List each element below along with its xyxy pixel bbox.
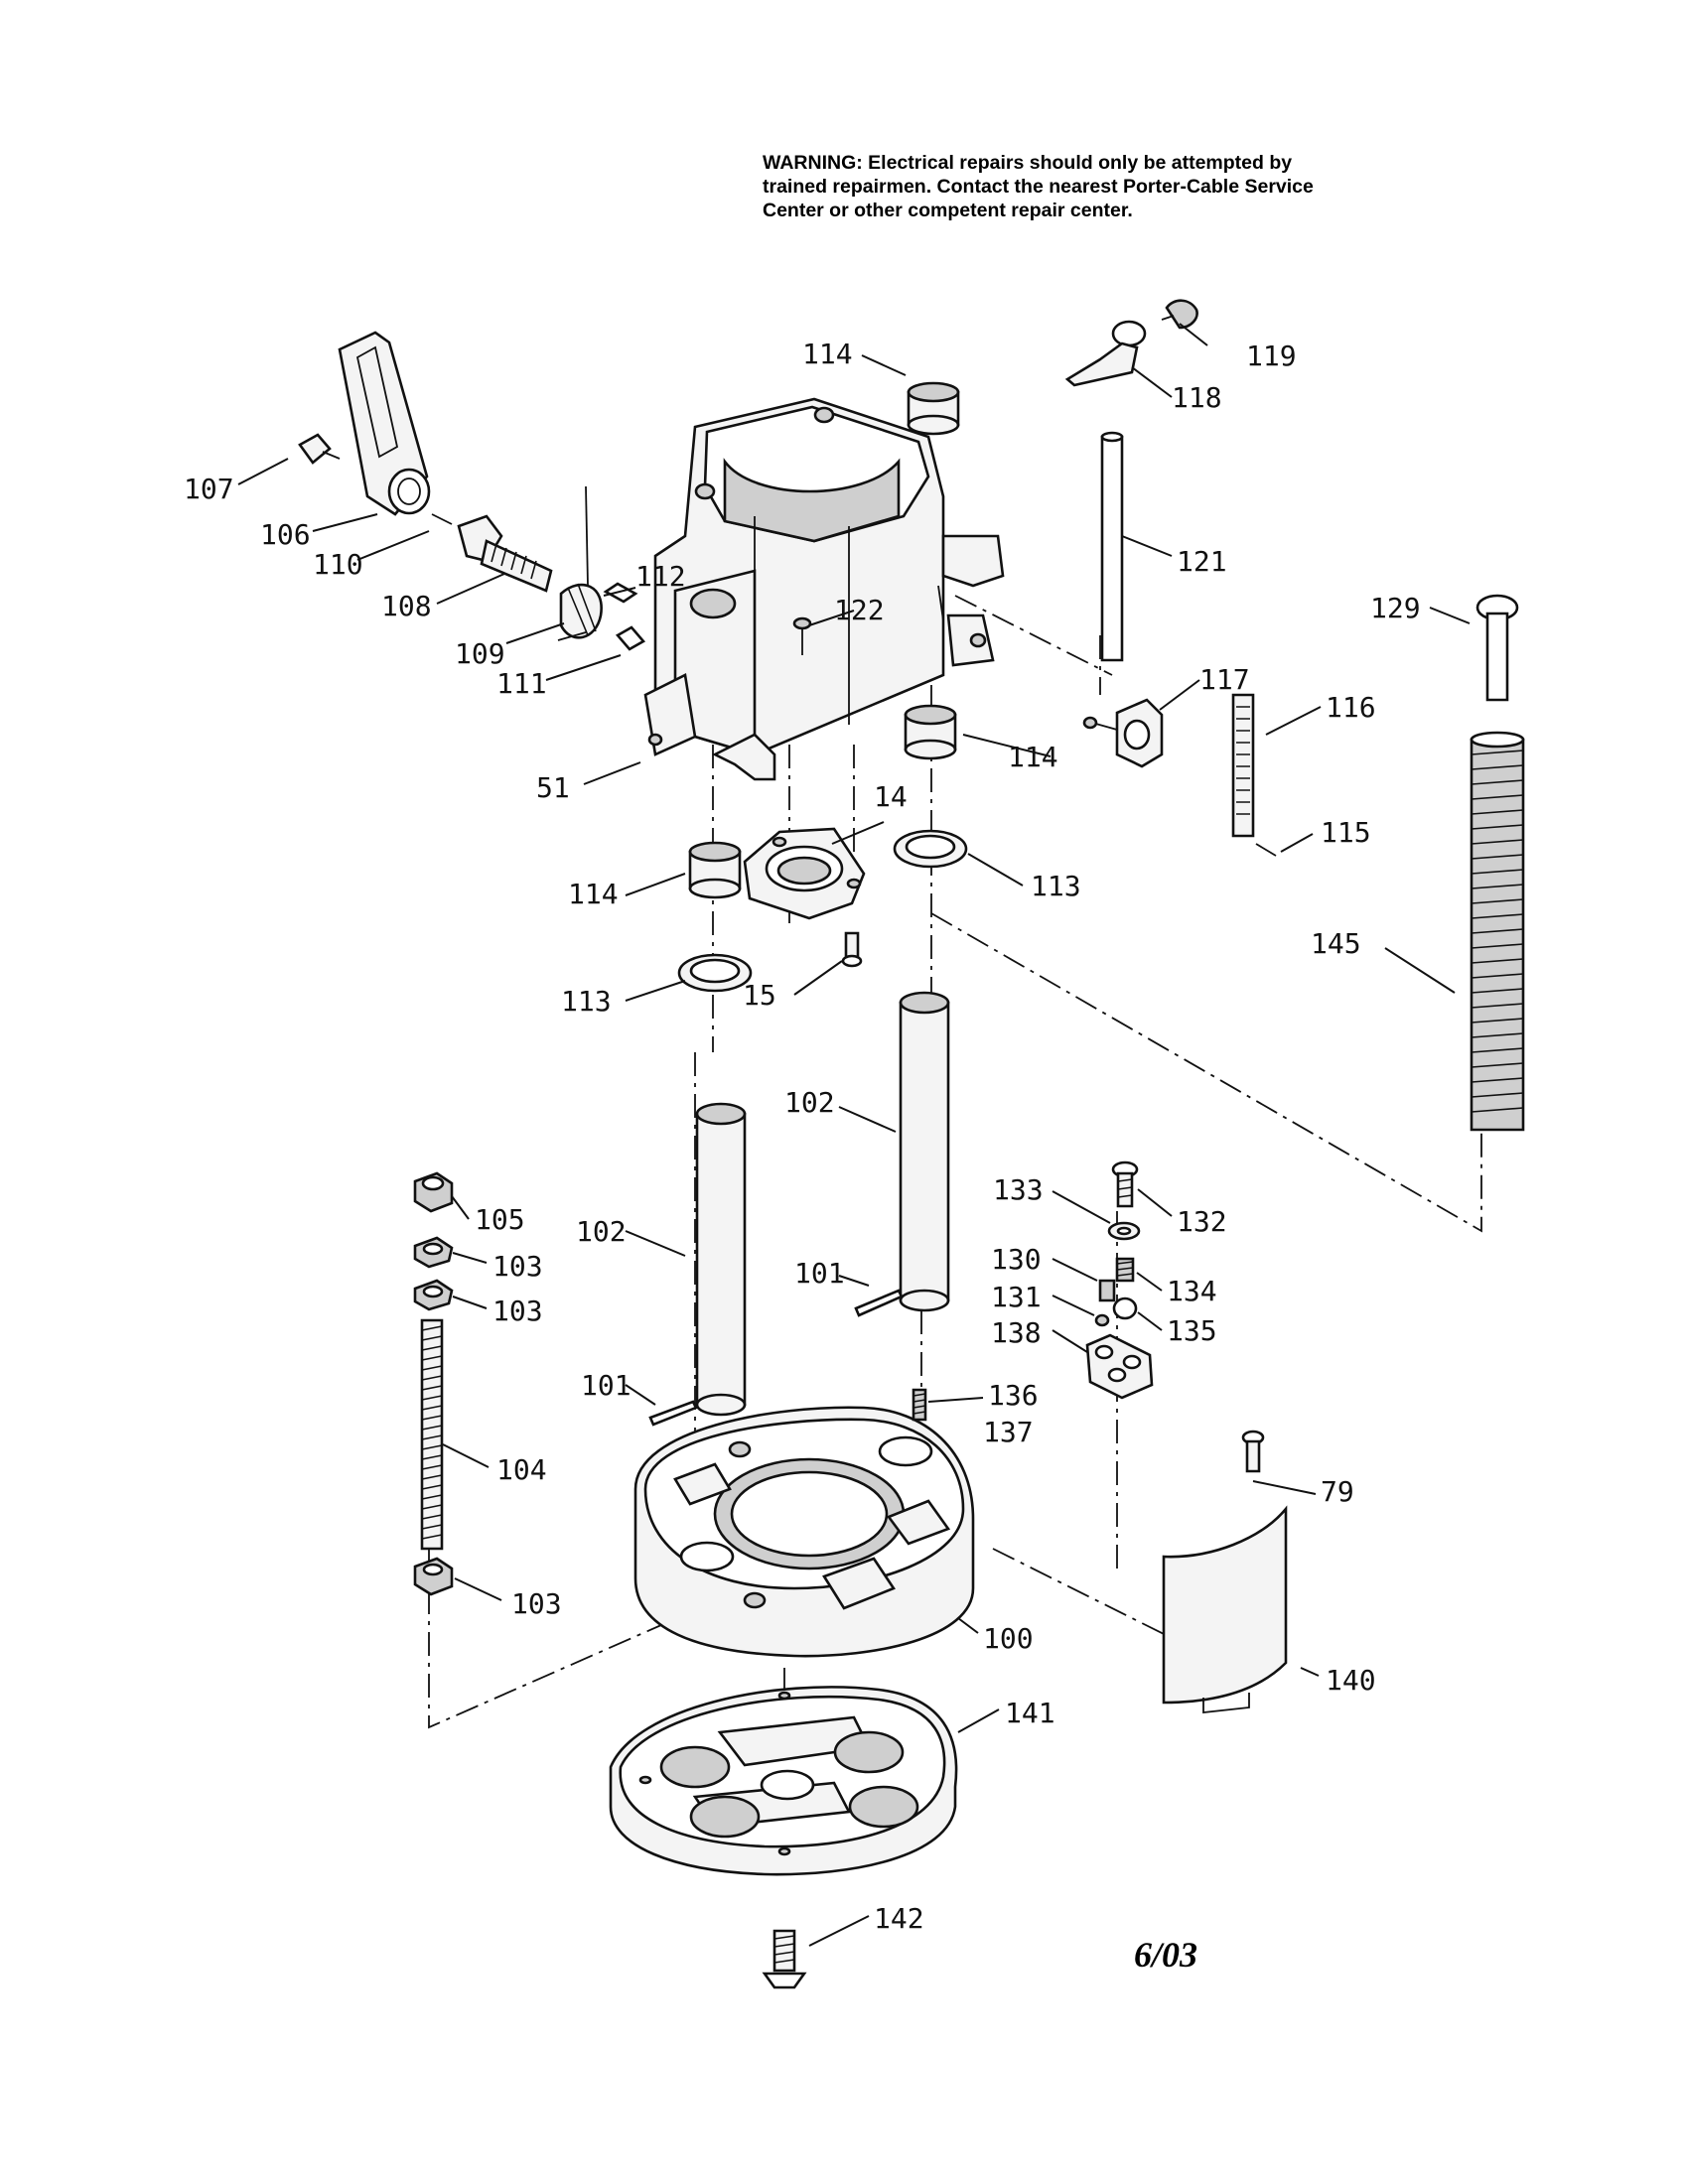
- callout-51: 51: [536, 771, 570, 804]
- callout-116: 116: [1326, 691, 1376, 724]
- depth-lever-assembly: [298, 331, 646, 651]
- nut-103-c: [413, 1557, 454, 1596]
- sub-base-141: [609, 1686, 958, 1876]
- depth-rod-assembly: [1064, 299, 1198, 662]
- spring-145: [1470, 731, 1525, 1132]
- screw-142: [762, 1929, 807, 1989]
- callout-141: 141: [1005, 1697, 1055, 1729]
- knob-129: [1475, 594, 1519, 702]
- callout-112: 112: [635, 560, 686, 593]
- spring-134: [1115, 1257, 1135, 1283]
- callout-119: 119: [1246, 340, 1297, 372]
- screw-15: [841, 931, 863, 968]
- callout-115: 115: [1321, 816, 1371, 849]
- callout-132: 132: [1177, 1205, 1227, 1238]
- turret-138: [1085, 1333, 1154, 1400]
- revision-date: 6/03: [1134, 1935, 1198, 1975]
- nut-103-b: [413, 1279, 454, 1311]
- callout-134: 134: [1167, 1275, 1217, 1307]
- ball-131: [1094, 1313, 1110, 1327]
- callout-117: 117: [1199, 663, 1250, 696]
- ring-113-left: [677, 953, 753, 993]
- callout-labels: 119 114 118 107 106 110 121 108 112 122 …: [184, 338, 1421, 1935]
- bushing-114-top: [907, 381, 960, 436]
- callout-109: 109: [455, 637, 505, 670]
- threaded-rod-104: [420, 1318, 444, 1551]
- callout-118: 118: [1172, 381, 1222, 414]
- callout-104: 104: [496, 1453, 547, 1486]
- callout-129: 129: [1370, 592, 1421, 624]
- callout-107: 107: [184, 473, 234, 505]
- callout-101-right: 101: [794, 1257, 845, 1290]
- nut-105: [413, 1171, 454, 1213]
- callout-113-right: 113: [1031, 870, 1081, 902]
- callout-140: 140: [1326, 1664, 1376, 1697]
- callout-137: 137: [983, 1416, 1034, 1448]
- bushing-114-right: [904, 704, 957, 760]
- pin-101-left: [648, 1400, 698, 1427]
- callout-15: 15: [743, 979, 776, 1012]
- flange-14: [743, 827, 866, 920]
- bushing-114-left: [688, 841, 742, 899]
- callout-103-c: 103: [511, 1587, 562, 1620]
- callout-131: 131: [991, 1281, 1042, 1313]
- depth-scale-116: [1231, 693, 1277, 857]
- callout-111: 111: [496, 667, 547, 700]
- leader-lines: [237, 323, 1471, 1947]
- callout-106: 106: [260, 518, 311, 551]
- callout-133: 133: [993, 1173, 1044, 1206]
- callout-102-right: 102: [784, 1086, 835, 1119]
- warning-line-2: trained repairmen. Contact the nearest P…: [763, 176, 1314, 198]
- column-tube-102-left: [695, 1102, 747, 1417]
- callout-136: 136: [988, 1379, 1039, 1412]
- warning-line-3: Center or other competent repair center.: [763, 200, 1133, 221]
- callout-14: 14: [874, 780, 908, 813]
- callout-100: 100: [983, 1622, 1034, 1655]
- callout-113-left: 113: [561, 985, 612, 1018]
- ring-113-right: [893, 829, 968, 869]
- screw-79: [1241, 1430, 1265, 1473]
- spring-136-137: [912, 1388, 927, 1422]
- cover-140: [1162, 1505, 1288, 1714]
- washer-133: [1107, 1221, 1141, 1241]
- callout-101-left: 101: [581, 1369, 632, 1402]
- lock-knob-117: [1082, 698, 1164, 768]
- nut-103-a: [413, 1236, 454, 1269]
- callout-103-a: 103: [492, 1250, 543, 1283]
- warning-line-1: WARNING: Electrical repairs should only …: [763, 152, 1293, 174]
- callout-142: 142: [874, 1902, 924, 1935]
- cap-135: [1112, 1297, 1138, 1320]
- callout-110: 110: [313, 548, 363, 581]
- callout-135: 135: [1167, 1314, 1217, 1347]
- callout-130: 130: [991, 1243, 1042, 1276]
- callout-79: 79: [1321, 1475, 1354, 1508]
- screw-130: [1098, 1279, 1116, 1302]
- screw-122: [792, 616, 812, 655]
- callout-114-right: 114: [1008, 741, 1058, 773]
- pin-101-right: [854, 1289, 904, 1317]
- callout-105: 105: [475, 1203, 525, 1236]
- callout-102-left: 102: [576, 1215, 627, 1248]
- callout-103-b: 103: [492, 1295, 543, 1327]
- column-tube-102-right: [899, 991, 950, 1312]
- warning-notice: WARNING: Electrical repairs should only …: [763, 151, 1398, 222]
- callout-138: 138: [991, 1316, 1042, 1349]
- router-base-100: [633, 1406, 975, 1658]
- callout-121: 121: [1177, 545, 1227, 578]
- callout-108: 108: [381, 590, 432, 622]
- callout-114-left: 114: [568, 878, 619, 910]
- callout-145: 145: [1311, 927, 1361, 960]
- callout-122: 122: [834, 594, 885, 626]
- callout-114-top: 114: [802, 338, 853, 370]
- screw-132: [1111, 1160, 1139, 1208]
- motor-housing-51: [643, 397, 1005, 781]
